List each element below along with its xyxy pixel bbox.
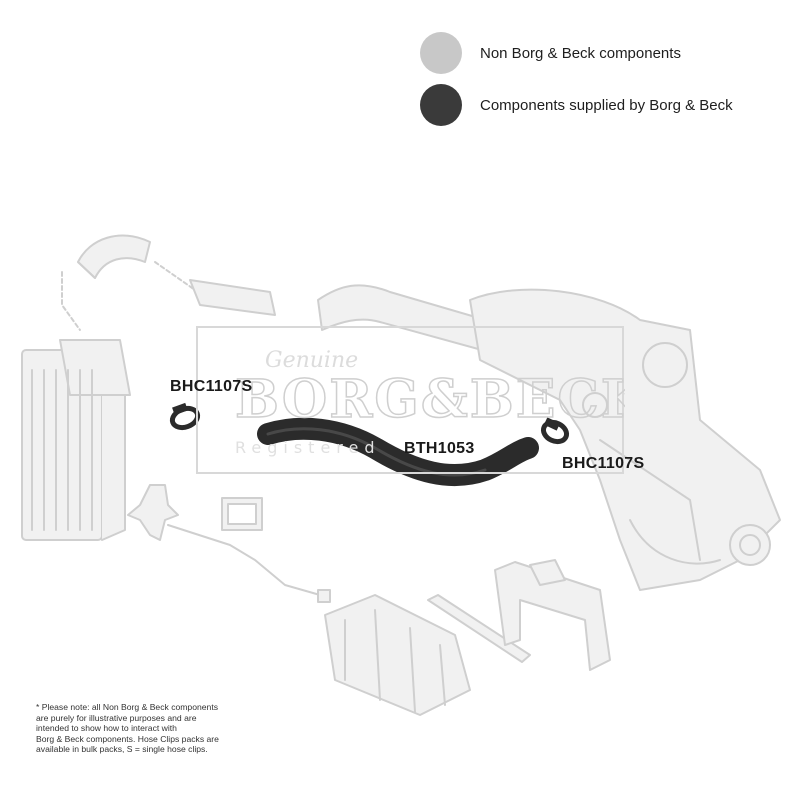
watermark-tagline: Registered (235, 438, 381, 457)
legend-label: Components supplied by Borg & Beck (480, 96, 733, 114)
note-line: are purely for illustrative purposes and… (36, 712, 197, 723)
ghost-sensor-wire (167, 524, 321, 596)
note-line: intended to show how to interact with (36, 723, 177, 734)
watermark-brand: BORG&BECK (235, 369, 625, 430)
supplied-parts (169, 402, 570, 487)
label-clip-right: BHC1107S (562, 455, 645, 472)
legend-item-borg-beck: Components supplied by Borg & Beck (420, 82, 790, 128)
hose-clip-right (540, 417, 570, 445)
legend-item-non-borg-beck: Non Borg & Beck components (420, 30, 790, 76)
legend-label: Non Borg & Beck components (480, 44, 681, 62)
ghost-upper-hose (77, 234, 151, 279)
note-line: * Please note: all Non Borg & Beck compo… (36, 702, 219, 712)
watermark-script: Genuine (265, 348, 358, 373)
ghost-bracket (127, 484, 179, 541)
note-line: Borg & Beck components. Hose Clips packs… (36, 733, 219, 744)
ghost-turbocharger (469, 288, 781, 591)
disclaimer-note: * Please note: all Non Borg & Beck compo… (36, 702, 296, 755)
light-gray-circle-icon (420, 32, 462, 74)
ghost-sensor (317, 589, 331, 603)
ghost-leader-line (61, 271, 81, 331)
borg-beck-watermark-logo: Genuine BORG&BECK Registered (196, 326, 625, 474)
ghost-pipe (189, 279, 276, 316)
legend: Non Borg & Beck components Components su… (420, 30, 790, 134)
label-hose: BTH1053 (404, 440, 475, 457)
dark-gray-circle-icon (420, 84, 462, 126)
label-clip-left: BHC1107S (170, 378, 253, 395)
ghost-leader-line (154, 261, 196, 291)
ghost-engine-cover (324, 594, 471, 716)
note-line: available in bulk packs, S = single hose… (36, 744, 208, 755)
ghost-cradle-bracket (494, 559, 611, 671)
ghost-intercooler (21, 339, 131, 541)
